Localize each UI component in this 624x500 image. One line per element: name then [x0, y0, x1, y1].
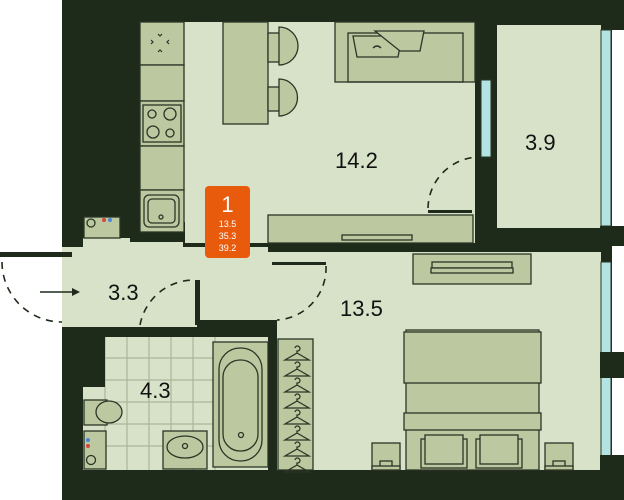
nightstand-icon [544, 442, 574, 471]
bar-table [222, 21, 269, 125]
wall [600, 226, 624, 246]
total-area: 35.3 [219, 231, 237, 241]
room-balcony [497, 25, 601, 228]
hanger-icon [282, 425, 312, 441]
bedroom-door-swing [276, 265, 327, 321]
wall [195, 280, 200, 325]
wall [62, 327, 140, 337]
bathtub-icon [212, 341, 269, 468]
wall [475, 213, 497, 248]
wall [62, 470, 612, 500]
nightstand-icon [371, 442, 401, 471]
hanger-icon [282, 377, 312, 393]
stove-icon [142, 104, 182, 143]
entry-door-leaf[interactable] [0, 252, 72, 257]
wall [600, 455, 624, 500]
sink-icon [143, 194, 180, 228]
washing-machine-icon [83, 430, 107, 470]
entry-arrow-icon [40, 288, 80, 296]
extractor-fan-icon [150, 33, 170, 53]
wall [268, 243, 600, 252]
boiler-icon [83, 216, 121, 239]
room-area-bedroom: 13.5 [340, 296, 383, 321]
bedroom-door-leaf[interactable] [272, 262, 326, 265]
hanger-icon [282, 345, 312, 361]
hanger-icon [282, 393, 312, 409]
hanger-icon [282, 457, 312, 473]
living-area: 13.5 [219, 219, 237, 229]
bedroom-tv-console [412, 253, 532, 285]
window-balcony [600, 29, 612, 227]
room-area-balcony: 3.9 [525, 130, 556, 155]
bed-icon [403, 329, 542, 471]
room-area-bathroom: 4.3 [140, 378, 171, 403]
bathroom-door-swing [139, 279, 196, 326]
hanger-icon [282, 361, 312, 377]
wall [600, 352, 624, 378]
washbasin-icon [162, 430, 208, 470]
balcony-door-leaf[interactable] [428, 210, 472, 213]
window-partition [480, 79, 492, 158]
wall [83, 337, 105, 387]
chair-icon [267, 78, 299, 117]
entry-door-swing [1, 261, 63, 323]
room-area-hallway: 3.3 [108, 280, 139, 305]
hanger-icon [282, 441, 312, 457]
room-hallway [62, 247, 270, 327]
wall [475, 22, 497, 80]
wall [268, 320, 277, 500]
hanger-icon [282, 409, 312, 425]
apartment-number: 1 [221, 192, 233, 217]
toilet-icon [83, 399, 123, 426]
tv-console [267, 214, 474, 244]
room-area-kitchen-living: 14.2 [335, 148, 378, 173]
balcony-door-swing [427, 156, 481, 209]
apartment-badge: 1 13.5 35.3 39.2 [205, 186, 250, 258]
hangers [282, 345, 312, 473]
total-area-with-balcony: 39.2 [219, 243, 237, 253]
chair-icon [267, 26, 299, 66]
wardrobe [277, 338, 314, 471]
sofa-icon [334, 21, 476, 83]
wall-corner-top-right [600, 0, 624, 30]
wall [197, 320, 270, 330]
